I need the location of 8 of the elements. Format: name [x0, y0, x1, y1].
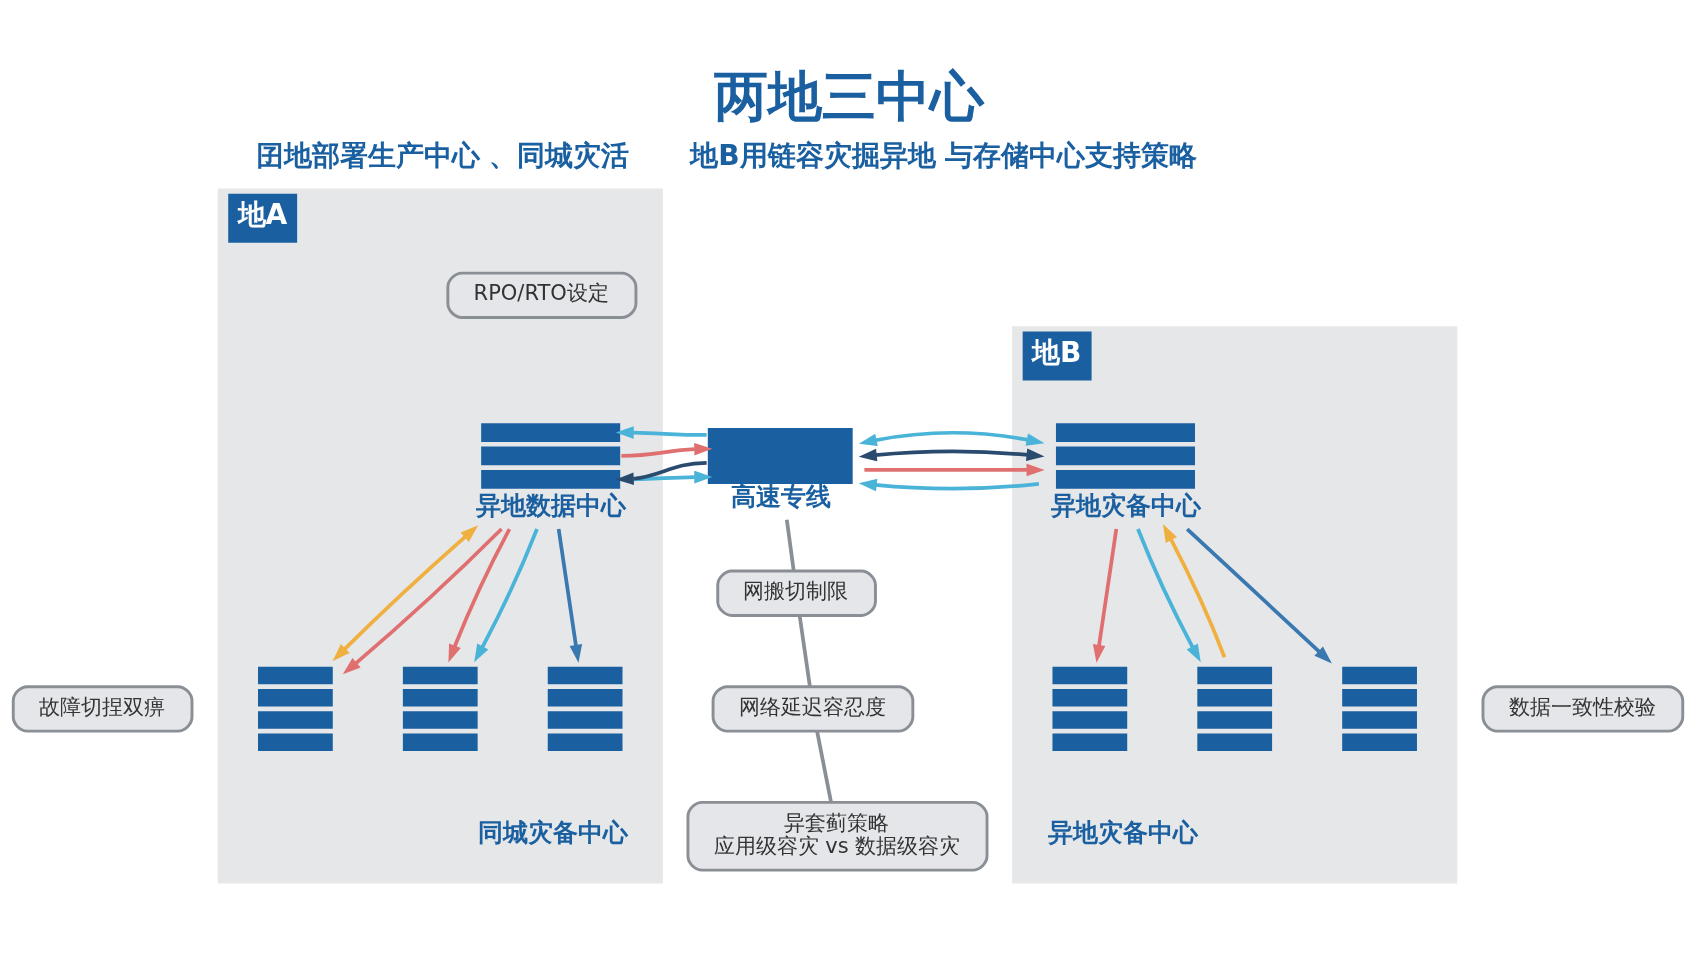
diagram-title: 两地三中心	[714, 64, 985, 128]
label: 囝地部署生产中心 、同城灾活	[255, 138, 630, 172]
node-label: 异地数据中心	[476, 490, 627, 520]
node-label: 高速专线	[730, 481, 831, 511]
node-label: 异地灾备中心	[1051, 490, 1202, 520]
label: 地B用链容灾掘异地 与存储中心支持策略	[690, 138, 1198, 172]
label: 异地灾备中心	[1048, 817, 1199, 847]
label: 同城灾备中心	[478, 817, 629, 847]
